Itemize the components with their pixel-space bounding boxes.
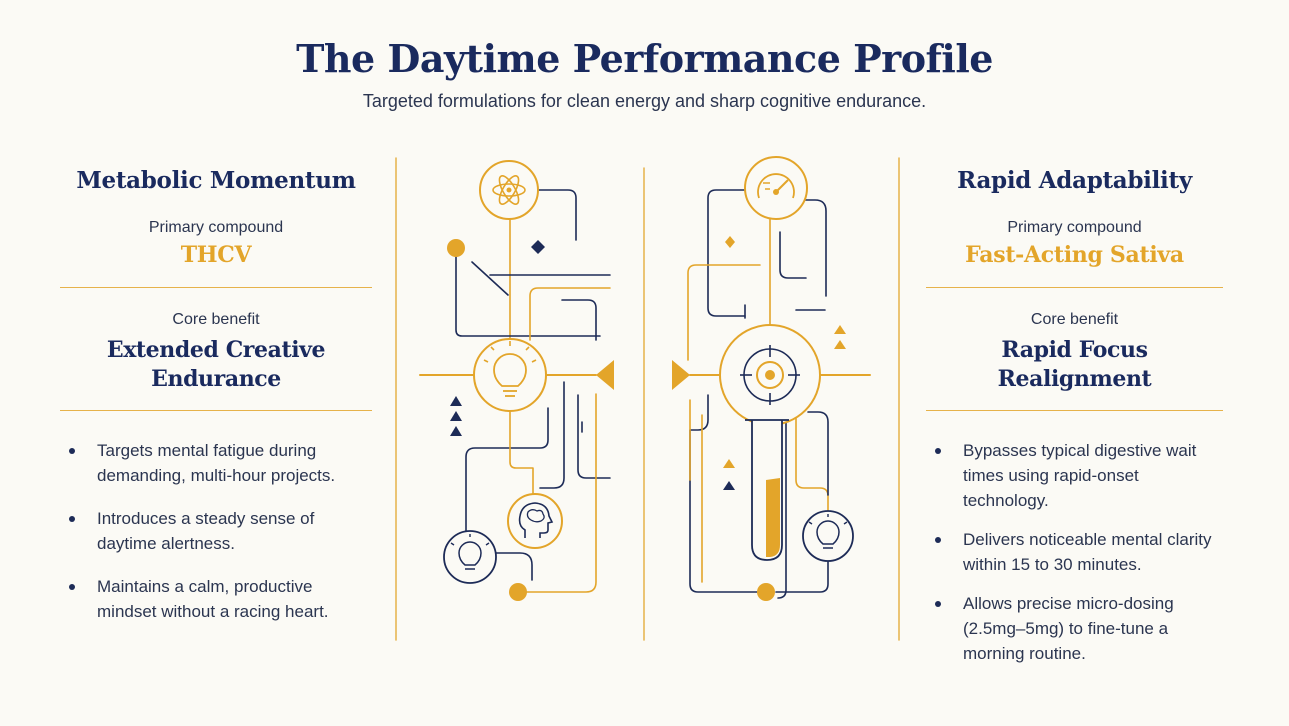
left-divider-bottom xyxy=(60,410,372,411)
right-compound: Fast-Acting Sativa xyxy=(965,242,1184,268)
arrow-marker xyxy=(672,360,690,390)
left-benefit-label: Core benefit xyxy=(172,311,260,328)
circuit-trace xyxy=(799,199,827,297)
diamond-marker xyxy=(725,236,735,248)
circuit-trace xyxy=(807,411,829,496)
right-benefit-label: Core benefit xyxy=(1030,311,1119,328)
left-compound-label: Primary compound xyxy=(148,219,284,236)
right-benefit-line-1: Rapid Focus xyxy=(1001,337,1148,363)
page-subtitle: Targeted formulations for clean energy a… xyxy=(362,91,927,111)
left-benefit-line-1: Extended Creative xyxy=(106,337,326,363)
arrow-marker xyxy=(596,360,614,390)
speedometer-icon xyxy=(744,156,808,220)
page-title: The Daytime Performance Profile xyxy=(296,36,993,81)
circuit-node-dot xyxy=(757,583,775,601)
lightbulb-icon xyxy=(473,338,547,412)
list-item: Maintains a calm, productive mindset wit… xyxy=(69,574,367,624)
list-item: Introduces a steady sense of daytime ale… xyxy=(69,506,342,556)
right-compound-label: Primary compound xyxy=(1007,219,1142,236)
left-heading: Metabolic Momentum xyxy=(76,167,356,194)
circuit-trace xyxy=(775,561,829,593)
lightbulb-icon xyxy=(802,510,854,562)
circuit-trace xyxy=(465,407,549,536)
triangle-markers xyxy=(450,396,462,436)
triangle-markers xyxy=(723,325,846,490)
circuit-node-dot xyxy=(447,239,465,257)
list-item: Allows precise micro-dosing (2.5mg–5mg) … xyxy=(935,591,1208,666)
circuit-trace xyxy=(687,264,761,361)
test-tube-icon xyxy=(745,419,789,561)
circuit-trace xyxy=(779,231,807,279)
circuit-trace xyxy=(707,189,746,317)
right-heading: Rapid Adaptability xyxy=(957,167,1192,194)
right-benefit-line-2: Realignment xyxy=(997,366,1152,392)
circuit-trace xyxy=(509,411,534,498)
circuit-trace xyxy=(539,381,565,489)
circuit-trace xyxy=(561,299,597,341)
circuit-trace xyxy=(689,394,759,593)
left-benefit-line-2: Endurance xyxy=(151,366,281,392)
left-benefit: Extended Creative Endurance xyxy=(60,336,372,394)
circuit-trace xyxy=(525,393,597,593)
circuit-trace xyxy=(577,394,611,479)
right-divider-bottom xyxy=(926,410,1223,411)
right-divider-top xyxy=(926,287,1223,288)
lightbulb-icon xyxy=(443,530,497,584)
circuit-trace xyxy=(455,247,601,337)
circuit-trace xyxy=(777,404,787,599)
left-compound: THCV xyxy=(180,242,252,268)
diamond-marker xyxy=(531,240,545,254)
circuit-node-dot xyxy=(509,583,527,601)
right-benefit: Rapid Focus Realignment xyxy=(926,336,1223,394)
circuit-trace xyxy=(471,261,509,296)
circuit-trace xyxy=(529,287,611,341)
target-crosshair-icon xyxy=(719,324,821,426)
circuit-trace xyxy=(487,552,533,581)
list-item: Delivers noticeable mental clarity withi… xyxy=(935,527,1213,577)
brain-head-icon xyxy=(507,493,563,549)
list-item: Bypasses typical digestive wait times us… xyxy=(935,438,1203,513)
left-divider-top xyxy=(60,287,372,288)
atom-icon xyxy=(479,160,539,220)
circuit-trace xyxy=(537,189,577,241)
list-item: Targets mental fatigue during demanding,… xyxy=(69,438,347,488)
